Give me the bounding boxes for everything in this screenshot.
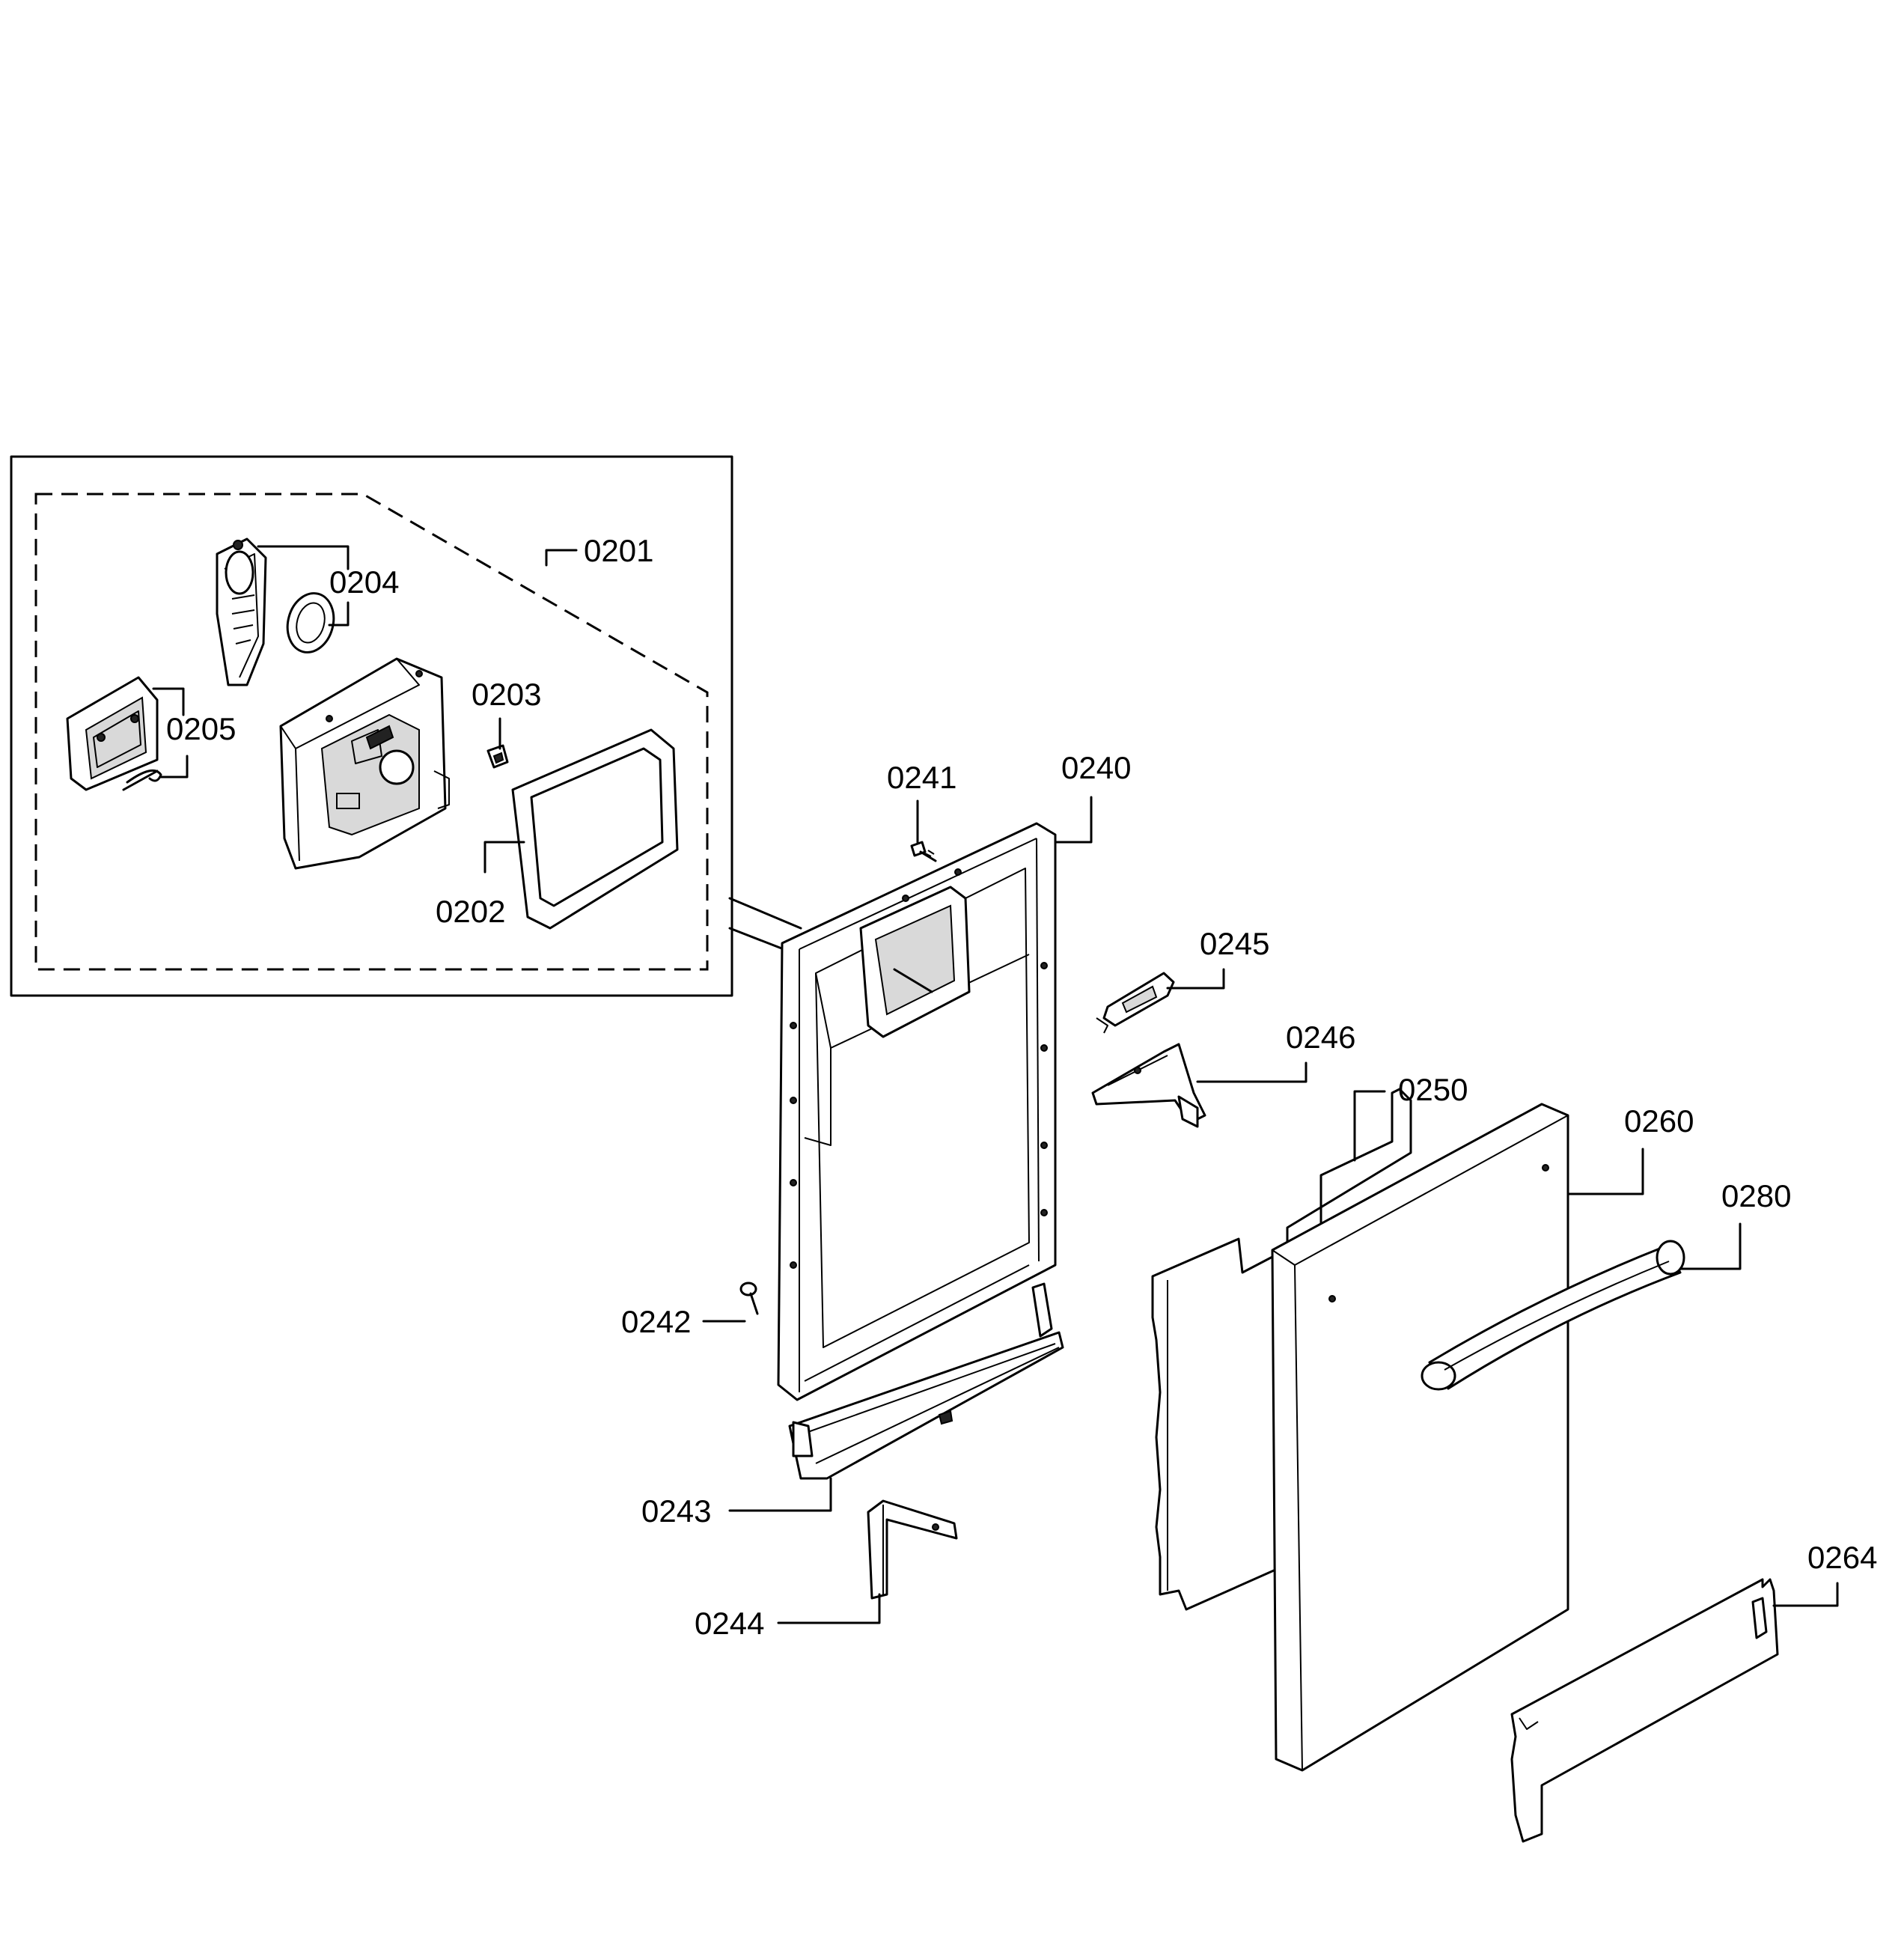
part-0242-screw[interactable] bbox=[739, 1282, 759, 1315]
part-0244-bracket[interactable] bbox=[867, 1499, 958, 1600]
part-0205-spring bbox=[122, 769, 162, 791]
label-0241: 0241 bbox=[887, 760, 956, 795]
label-0242: 0242 bbox=[621, 1304, 691, 1339]
part-0204-dispenser-cover[interactable] bbox=[216, 537, 340, 686]
inset-frame bbox=[10, 455, 733, 997]
label-0264: 0264 bbox=[1807, 1540, 1877, 1575]
part-0202-gasket-frame[interactable] bbox=[511, 728, 679, 930]
label-0202: 0202 bbox=[436, 894, 505, 929]
part-labels: 0201 0204 0205 0203 0202 0241 0240 0245 … bbox=[166, 533, 1877, 1641]
label-0250: 0250 bbox=[1398, 1072, 1468, 1107]
label-0240: 0240 bbox=[1061, 750, 1131, 785]
label-0243: 0243 bbox=[641, 1493, 711, 1529]
part-0205-control-plate[interactable] bbox=[66, 676, 162, 791]
part-0280-handle[interactable] bbox=[1421, 1240, 1685, 1391]
part-0203-clip[interactable] bbox=[486, 744, 509, 769]
part-0245-latch[interactable] bbox=[1096, 972, 1175, 1034]
part-0260-outer-door-panel[interactable] bbox=[1271, 1103, 1569, 1772]
label-0244: 0244 bbox=[695, 1606, 764, 1641]
part-0264-kick-plate[interactable] bbox=[1510, 1578, 1779, 1843]
part-0243-bottom-rail[interactable] bbox=[788, 1282, 1064, 1480]
label-0245: 0245 bbox=[1200, 926, 1269, 961]
part-0240-inner-door-panel[interactable] bbox=[777, 822, 1057, 1401]
label-0280: 0280 bbox=[1721, 1178, 1791, 1213]
label-0203: 0203 bbox=[472, 677, 541, 712]
label-0205: 0205 bbox=[166, 711, 236, 746]
label-0246: 0246 bbox=[1286, 1020, 1355, 1055]
label-0201: 0201 bbox=[584, 533, 653, 568]
label-0260: 0260 bbox=[1624, 1103, 1694, 1139]
label-0204: 0204 bbox=[329, 564, 399, 600]
leader-lines bbox=[152, 545, 1839, 1624]
detachable-dispenser-unit[interactable] bbox=[279, 657, 450, 870]
part-0246-hinge-arm[interactable] bbox=[1091, 1043, 1206, 1128]
part-0241-screw[interactable] bbox=[910, 841, 937, 862]
